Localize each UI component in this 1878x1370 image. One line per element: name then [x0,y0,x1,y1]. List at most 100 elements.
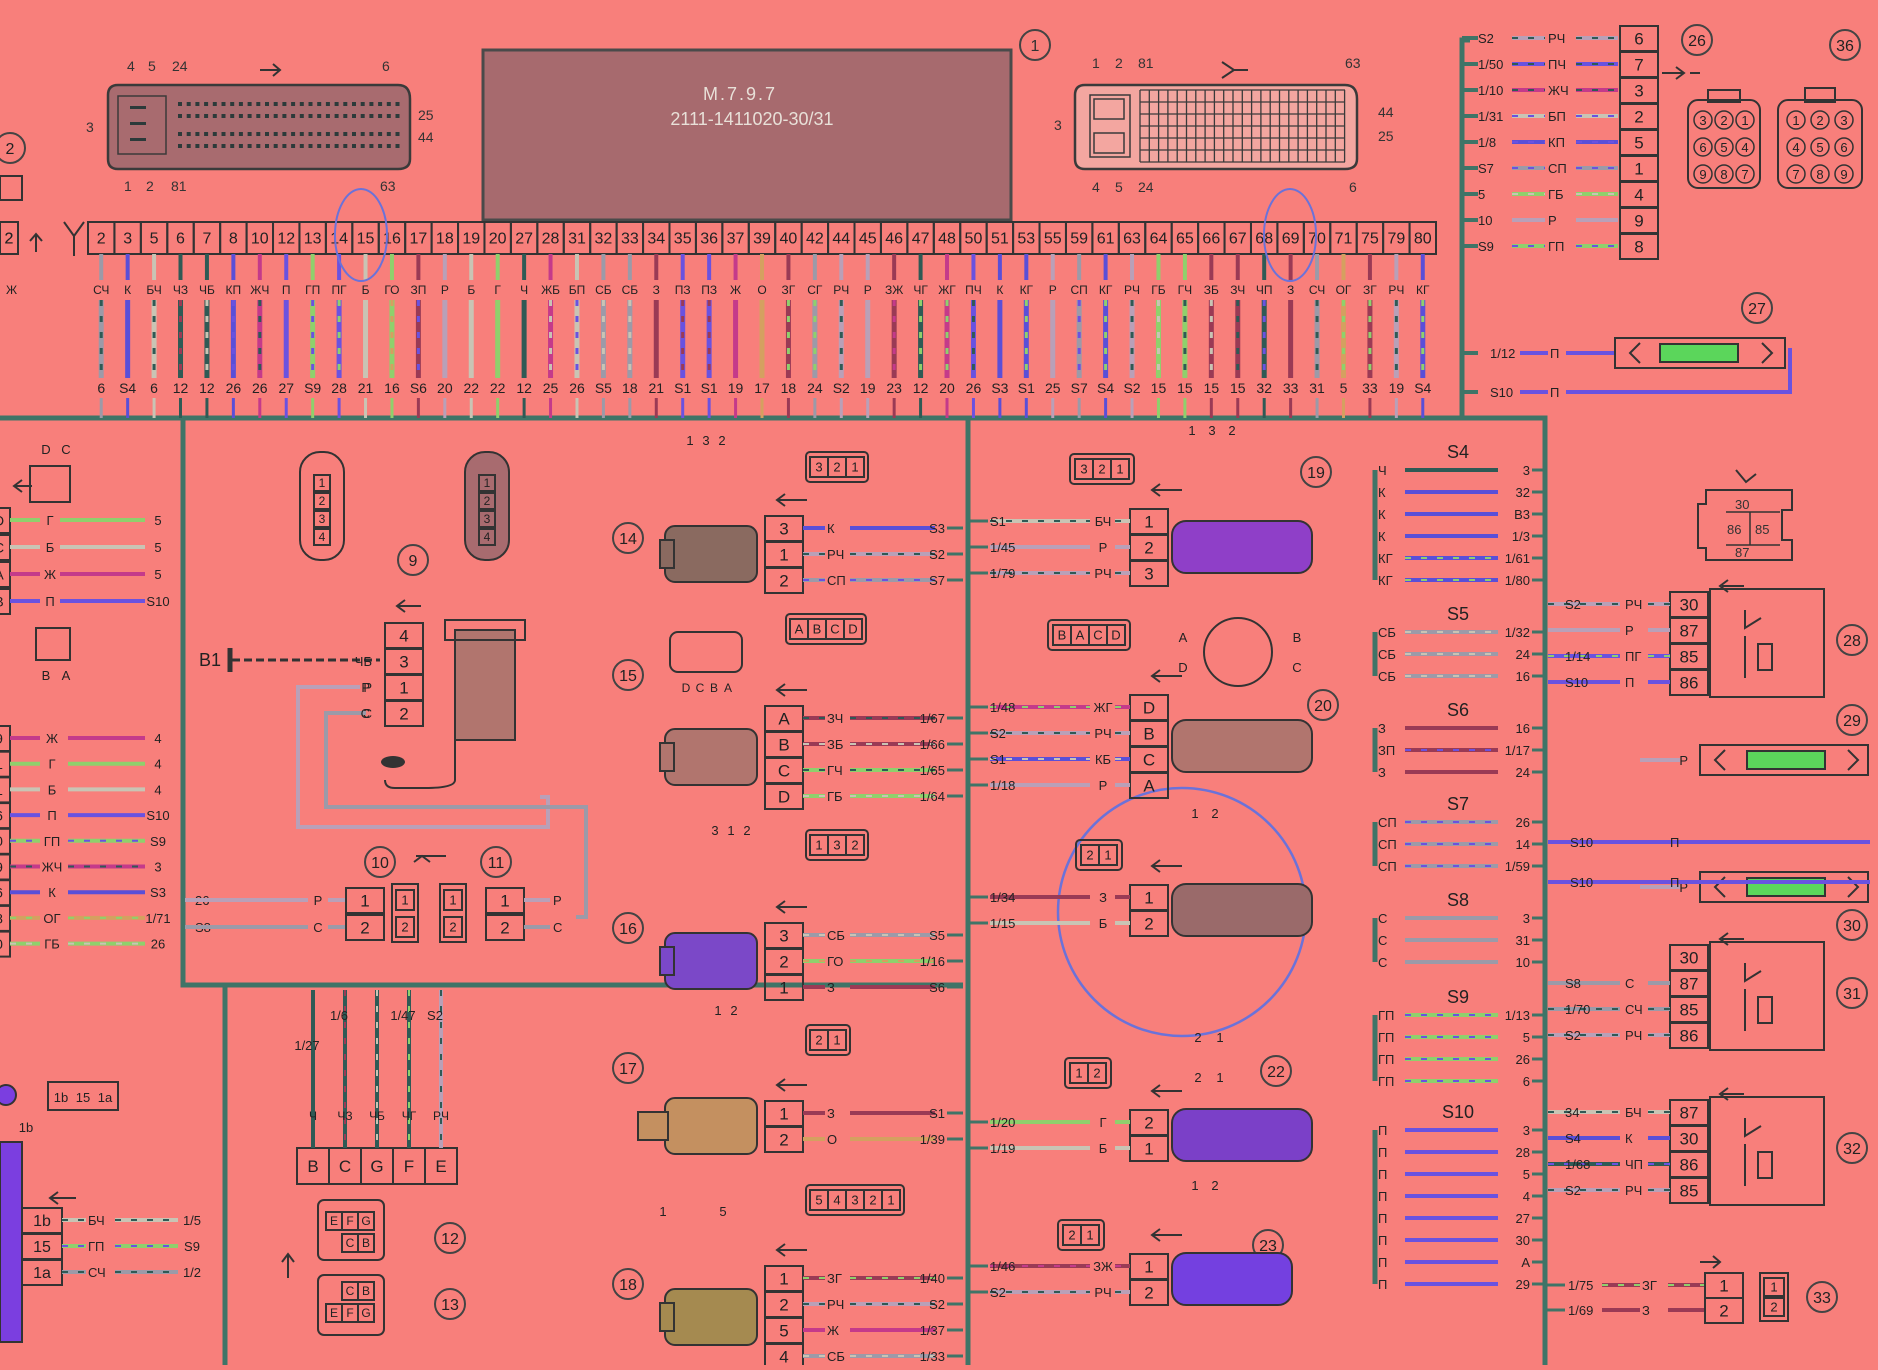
pin-dot [386,102,391,106]
wire-color-label: ГП [1548,239,1564,254]
pin-box [1087,1062,1107,1084]
connector-face [1069,453,1135,485]
pin-label: D [682,681,691,695]
wire-destination: S4 [1097,380,1114,396]
relay-switch-icon [1744,963,1762,983]
pin-box [1704,1297,1744,1324]
wire-color-label: ЗГ [1363,283,1377,297]
wire-color-label: БП [569,283,586,297]
wire-destination: S3 [991,380,1008,396]
wire-color-label: П [1378,1211,1387,1226]
wire-color-label: РЧ [833,283,849,297]
wire-destination: 1/32 [1505,625,1530,640]
pin-dot [230,132,235,136]
pin-box [1098,844,1118,866]
wire-source: S2 [1565,597,1581,612]
wire-color-label: ГП [1378,1052,1394,1067]
pin-label: 87 [1735,545,1749,560]
pin-number: 6 [1840,140,1847,155]
pin-number: 9 [1699,167,1706,182]
pin-grid [1093,89,1346,163]
splice-name: S4 [1447,442,1469,462]
pin-box [478,510,496,528]
pin-label: 2 [1194,1070,1201,1085]
wire-source: S2 [990,726,1006,741]
wire-color-label: П [282,283,291,297]
wire-destination: S7 [929,573,945,588]
pin-dot [212,102,217,106]
wire-color-label: К [996,283,1003,297]
wire-destination: S9 [304,380,321,396]
wire-source: 1/12 [1490,346,1515,361]
wire-destination: B3 [1514,507,1530,522]
pin-number: 63 [1123,231,1141,248]
wire-source: 5 [1478,187,1485,202]
socket-pin [1834,164,1854,184]
wire-destination: 1/2 [183,1265,201,1280]
wire-destination: 22 [463,380,479,396]
pin-number: 5 [150,231,159,248]
pin-dot [395,132,400,136]
wire-color-label: К [1378,507,1386,522]
wire-color-label: ЖГ [1093,700,1112,715]
pin-number: 1 [815,838,822,853]
wire-color-label: РЧ [827,547,844,562]
pin-number: 6 [176,231,185,248]
wire-destination: 12 [913,380,929,396]
pin-box [1763,1297,1785,1317]
pin-box [443,889,463,911]
pin-dot [291,114,296,118]
pin-number: 45 [859,231,877,248]
wire-source: S2 [990,1285,1006,1300]
pin-dot [212,144,217,148]
connectors-10-11: 101126Р1111РS8С2222С [185,846,562,943]
wire-color-label: С [313,920,322,935]
pin-label: B [1293,630,1302,645]
wire-destination: 26 [252,380,268,396]
pin-number: 1 [1144,512,1153,531]
wire-color-label: ЖЧ [1548,83,1569,98]
pin-number: G [370,1157,383,1176]
connector-face [317,1199,385,1261]
pin-label: 5 [148,58,156,74]
wire-destination: 1/71 [145,911,170,926]
wire-color-label: ЖЧ [42,860,63,875]
pin-number: 1 [1144,888,1153,907]
pin-label: 5 [719,1204,726,1219]
pin-number: C [1093,628,1102,643]
wire-source: 1/50 [1478,57,1503,72]
pin-number: 64 [1150,231,1168,248]
wire-color-label: Ж [46,731,58,746]
wire-destination: 1/5 [183,1213,201,1228]
wire-color-label: ЧП [1256,283,1273,297]
wire-color-label: ПГ [1625,649,1641,664]
pin-dot [334,144,339,148]
sensor-body [664,1097,758,1155]
sensor-body [1171,883,1313,937]
pin-number: 1a [98,1090,113,1105]
pin-number: 37 [727,231,745,248]
arrow-icon [775,1078,807,1092]
pin-box [357,1211,375,1231]
wire-color-label: Р [361,680,370,695]
wire-color-label: Р [1099,778,1108,793]
wire-color-label: ГЧ [1178,283,1193,297]
pin-dot [130,138,146,141]
wire-color-label: П [1378,1145,1387,1160]
pin-number: C [1143,750,1155,769]
arrow-icon [775,683,807,697]
pin-label: 2 [718,433,725,448]
wire-destination: 4 [154,731,161,746]
wire-destination: 1/61 [1505,551,1530,566]
pin-dot [256,144,261,148]
callout-circle [0,132,26,164]
wire-destination: 6 [1523,1074,1530,1089]
pin-dot [273,132,278,136]
pin-number: C [346,1236,355,1250]
callout-number: 23 [1259,1238,1277,1255]
wire-destination: 1/40 [920,1271,945,1286]
wire-destination: 5 [1340,380,1348,396]
